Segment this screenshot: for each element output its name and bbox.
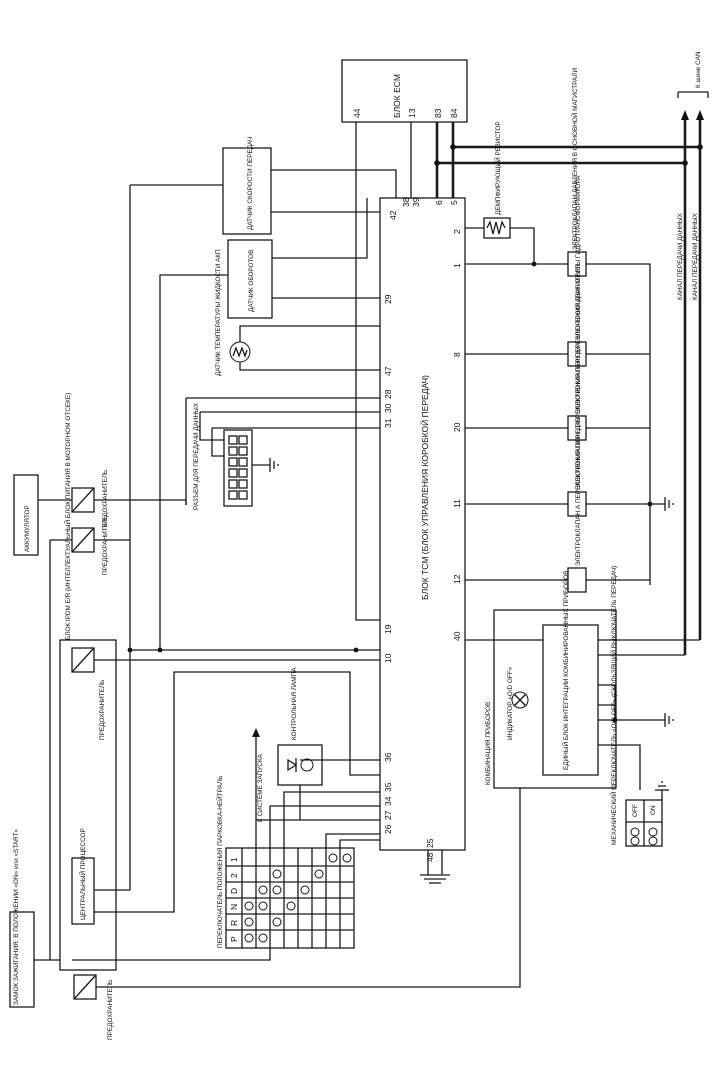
pin-label: 34 [383, 796, 393, 806]
combination-meter-label: КОМБИНАЦИЯ ПРИБОРОВ [485, 702, 492, 785]
battery-label: АККУМУЛЯТОР [24, 505, 31, 552]
pressure-solenoid-label: ЭЛЕКТРОКЛАПАН ДАВЛЕНИЯ В ОСНОВНОЙ МАГИСТ… [570, 67, 579, 250]
pin-label: 36 [383, 752, 393, 762]
can-line-high-label: КАНАЛ ПЕРЕДАЧИ ДАННЫХ [677, 212, 684, 300]
pin-label: 2 [452, 229, 462, 234]
shift-position-label: N [229, 904, 239, 910]
shift-solenoid-a-label: ЭЛЕКТРОКЛАПАН А ПЕРЕКЛЮЧЕНИЯ ПЕРЕДАЧ [575, 418, 582, 566]
park-neutral-switch-label: ПЕРЕКЛЮЧАТЕЛЬ ПОЛОЖЕНИЯ ПАРКОВКА-НЕЙТРАЛ… [215, 776, 224, 948]
ecm-box [341, 59, 468, 123]
ignition-box [9, 911, 35, 1008]
dropping-resistor-label: ДЕМПФИРУЮЩИЙ РЕЗИСТОР [493, 121, 502, 215]
pin-label: 10 [383, 653, 393, 663]
battery-box [13, 474, 39, 556]
can-line-low-label: КАНАЛ ПЕРЕДАЧИ ДАННЫХ [692, 212, 699, 300]
pin-label: 25 [425, 838, 435, 848]
shift-position-headers: P R N D 2 1 [229, 857, 239, 942]
shift-position-label: D [229, 888, 239, 894]
combination-meter-unit-box [542, 624, 599, 776]
ecm-title: БЛОК ECM [392, 74, 402, 118]
pin-label: 27 [383, 810, 393, 820]
shift-position-label: 2 [229, 873, 239, 878]
ignition-label: ЗАМОК ЗАЖИГАНИЯ: В ПОЛОЖЕНИИ «ON» или «S… [13, 828, 20, 1005]
combination-meter-unit-label: ЕДИНЫЙ БЛОК ИНТЕГРАЦИИ КОМБИНИРОВАННЫХ П… [561, 571, 570, 770]
pin-label: 42 [388, 210, 398, 220]
tcm-right-pins: 2 1 8 20 11 12 40 [452, 229, 462, 641]
fluid-temp-sensor-label: ДАТЧИК ТЕМПЕРАТУРЫ ЖИДКОСТИ АКП [215, 249, 222, 376]
pin-label: 39 [411, 197, 421, 207]
switch-grid [226, 848, 354, 948]
tcc-solenoid-label: ЭЛЕКТРОКЛАПАН МУФТЫ ГИДРОТРАНСФОРМАТОРА [575, 175, 582, 340]
can-bus-label: К шине CAN [695, 51, 702, 88]
output-speed-sensor-label: ДАТЧИК СКОРОСТИ ПЕРЕДАЧ [247, 137, 254, 230]
shift-solenoid-a-icon [567, 567, 587, 593]
pin-label: 35 [383, 782, 393, 792]
pin-label: 12 [452, 574, 462, 584]
turbine-speed-sensor-box [227, 239, 273, 319]
ignition-fuse-label: ПРЕДОХРАНИТЕЛЬ [107, 980, 114, 1040]
starter-note: К СИСТЕМЕ ЗАПУСКА [257, 753, 264, 822]
pin-label: 20 [452, 422, 462, 432]
pin-label: 38 [401, 197, 411, 207]
pin-label: 5 [449, 200, 459, 205]
pin-label: 28 [383, 389, 393, 399]
pin-label: 6 [434, 200, 444, 205]
tcm-top-pins: 42 38 39 6 5 [388, 197, 459, 220]
combination-meter-lamp-label: ИНДИКАТОР «O/D OFF» [507, 666, 514, 740]
pin-label: 19 [383, 624, 393, 634]
od-switch-off-label: OFF [632, 804, 639, 817]
dlc-label: РАЗЪЕМ ДЛЯ ПЕРЕДАЧИ ДАННЫХ [193, 402, 200, 510]
od-switch-label: МЕХАНИЧЕСКИЙ ПЕРЕКЛЮЧАТЕЛЬ «O/D OFF» (СК… [609, 566, 618, 845]
turbine-speed-sensor-label: ДАТЧИК ОБОРОТОВ [248, 250, 255, 312]
tcm-title: БЛОК ТСМ (БЛОК УПРАВЛЕНИЯ КОРОБКОЙ ПЕРЕД… [419, 375, 430, 600]
od-switch-on-label: ON [650, 805, 657, 815]
pin-label: 8 [452, 352, 462, 357]
shift-solenoid-b-label: ЭЛЕКТРОКЛАПАН В ПЕРЕКЛЮЧЕНИЯ ПЕРЕДАЧ [575, 342, 582, 490]
dlc-connector [223, 429, 253, 507]
pin-label: 83 [433, 108, 443, 118]
output-speed-sensor-box [222, 147, 272, 235]
pin-label: 48 [425, 852, 435, 862]
ipdm-label: БЛОК IPDM Е/R (ИНТЕЛЛЕКТУАЛЬНЫЙ БЛОК ПИТ… [63, 393, 72, 640]
pin-label: 44 [352, 108, 362, 118]
meter-lamp-label: КОНТРОЛЬНАЯ ЛАМПА [291, 667, 298, 740]
cpu-box [71, 857, 95, 925]
cpu-label: ЦЕНТРАЛЬНЫЙ ПРОЦЕССОР [78, 828, 87, 920]
pin-label: 1 [452, 263, 462, 268]
pin-label: 29 [383, 294, 393, 304]
pin-label: 30 [383, 403, 393, 413]
shift-position-label: 1 [229, 857, 239, 862]
pin-label: 40 [452, 631, 462, 641]
dlc-pins [228, 435, 248, 500]
tcm-left-pins: 29 47 28 30 31 19 10 36 35 34 27 26 [383, 294, 393, 834]
ipdm-fuse-label: ПРЕДОХРАНИТЕЛЬ [99, 680, 106, 740]
overrun-solenoid-label: ЭЛЕКТРОКЛАПАН ПЕРЕКЛЮЧЕНИЯ ДВИГАТЕЛЯ [575, 264, 582, 414]
pin-label: 26 [383, 824, 393, 834]
tcm-box [379, 197, 466, 851]
pin-label: 84 [449, 108, 459, 118]
pin-label: 31 [383, 418, 393, 428]
diode-icon [287, 758, 298, 772]
fuse-2-label: ПРЕДОХРАНИТЕЛЬ [102, 515, 109, 575]
pin-label: 11 [452, 499, 462, 508]
shift-position-label: R [229, 920, 239, 926]
pin-label: 47 [383, 366, 393, 376]
shift-position-label: P [229, 936, 239, 942]
meter-lamp-box [277, 744, 323, 786]
pin-label: 13 [407, 108, 417, 118]
